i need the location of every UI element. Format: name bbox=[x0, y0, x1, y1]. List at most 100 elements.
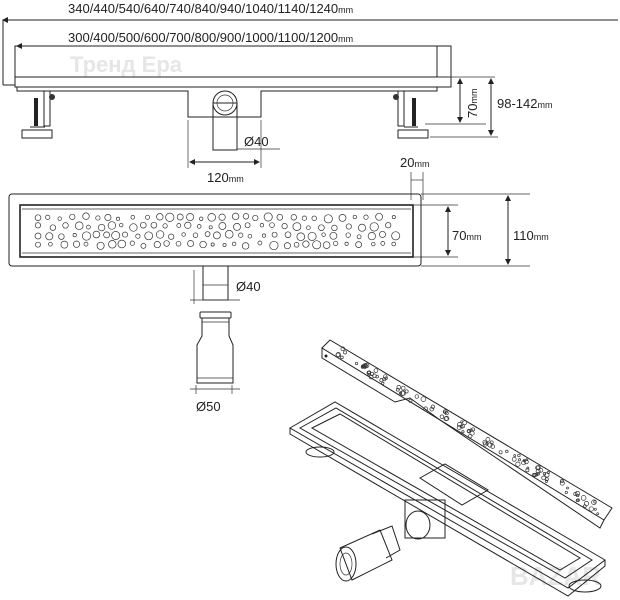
channel-length-label: 300/400/500/600/700/800/900/1000/1100/12… bbox=[68, 30, 353, 45]
grate-hole-isometric bbox=[485, 437, 491, 442]
channel-height-label: 70mm bbox=[465, 89, 480, 118]
grate-hole bbox=[204, 231, 211, 237]
grate-hole-isometric bbox=[490, 444, 495, 449]
grate-hole bbox=[104, 214, 112, 221]
grate-hole bbox=[199, 240, 207, 249]
grate-hole-isometric bbox=[430, 404, 436, 409]
grate-hole bbox=[271, 231, 278, 238]
plan-view: 70mm 110mm Ø40 Ø50 bbox=[8, 193, 549, 414]
grate-hole-isometric bbox=[398, 391, 403, 395]
grate-hole bbox=[184, 221, 192, 229]
pipe-diameter-label: Ø40 bbox=[236, 279, 261, 294]
grate-hole bbox=[83, 241, 89, 247]
grate-hole bbox=[222, 242, 227, 247]
grate-hole bbox=[283, 242, 291, 250]
grate-hole bbox=[296, 232, 306, 242]
grate-hole-isometric bbox=[372, 373, 377, 379]
foot-right-isometric bbox=[568, 579, 602, 593]
grate-hole bbox=[391, 215, 396, 220]
grate-hole bbox=[252, 214, 259, 222]
grate-hole bbox=[218, 213, 226, 221]
grate-hole-isometric bbox=[541, 475, 546, 481]
grate-hole bbox=[129, 240, 135, 246]
grate-hole-isometric bbox=[439, 414, 445, 419]
grate-hole bbox=[355, 241, 362, 248]
grate-hole-isometric bbox=[429, 406, 435, 412]
grate-hole bbox=[34, 214, 42, 221]
adapter-isometric bbox=[335, 525, 401, 582]
grate-hole bbox=[72, 240, 81, 248]
pipe-adapter bbox=[196, 311, 234, 384]
grate-hole bbox=[165, 212, 175, 222]
grate-hole bbox=[81, 231, 92, 241]
grate-hole-isometric bbox=[498, 450, 503, 455]
grate-hole bbox=[207, 213, 216, 222]
grate-hole-isometric bbox=[400, 390, 406, 396]
grate-hole-isometric bbox=[420, 396, 427, 402]
grate-hole bbox=[338, 214, 347, 222]
grate-hole bbox=[49, 224, 57, 231]
grate-hole-isometric bbox=[375, 374, 379, 379]
grate-hole bbox=[192, 232, 199, 238]
grate-hole bbox=[34, 222, 42, 229]
grate-hole bbox=[176, 223, 182, 228]
grate-hole bbox=[344, 241, 349, 246]
channel-isometric bbox=[288, 401, 606, 597]
grate-hole bbox=[117, 239, 127, 249]
grate-hole-isometric bbox=[482, 441, 489, 447]
grate-plan bbox=[19, 204, 414, 258]
grate-hole bbox=[293, 242, 300, 248]
grate-hole-isometric bbox=[559, 480, 565, 486]
grate-hole-isometric bbox=[573, 491, 578, 497]
grate-hole-isometric bbox=[382, 377, 387, 382]
grate-hole-isometric bbox=[444, 415, 450, 421]
grate-hole bbox=[321, 232, 326, 237]
grate-hole-isometric bbox=[471, 427, 476, 432]
flange-strip bbox=[14, 76, 452, 88]
grate-hole bbox=[385, 222, 392, 229]
outlet-pipe-circle bbox=[212, 90, 238, 116]
grate-hole bbox=[247, 233, 253, 239]
grate-hole bbox=[96, 241, 105, 250]
grate-hole bbox=[45, 232, 54, 241]
grate-hole bbox=[210, 242, 215, 247]
grate-hole bbox=[213, 231, 221, 240]
grate-hole bbox=[92, 230, 101, 239]
grate-hole-isometric bbox=[536, 465, 541, 470]
grate-hole bbox=[58, 233, 65, 240]
grate-hole bbox=[199, 216, 204, 221]
grate-hole-isometric bbox=[511, 456, 517, 462]
grate-hole-isometric bbox=[580, 495, 587, 501]
grate-hole bbox=[371, 241, 376, 247]
grate-hole bbox=[82, 212, 90, 220]
grate-hole bbox=[333, 240, 339, 246]
grate-hole bbox=[322, 241, 331, 249]
grate-hole-isometric bbox=[515, 461, 521, 467]
grate-hole bbox=[74, 221, 84, 231]
grate-hole bbox=[301, 215, 307, 221]
grate-hole bbox=[244, 222, 251, 229]
grate-hole bbox=[97, 223, 106, 232]
grate-hole bbox=[369, 222, 379, 232]
grate-hole-isometric bbox=[335, 352, 341, 358]
grate-hole bbox=[107, 221, 117, 230]
grate-hole bbox=[284, 231, 292, 238]
grate-hole bbox=[241, 242, 250, 250]
grate-hole-isometric bbox=[367, 372, 371, 377]
grate-hole-isometric bbox=[593, 507, 597, 511]
grate-hole bbox=[292, 222, 302, 231]
grate-hole-isometric bbox=[544, 472, 550, 478]
grate-hole bbox=[140, 221, 147, 229]
grate-hole-isometric bbox=[517, 453, 521, 458]
grate-hole-isometric bbox=[343, 350, 348, 355]
grate-hole-isometric bbox=[531, 473, 536, 477]
grate-hole bbox=[261, 233, 267, 238]
grate-hole-isometric bbox=[564, 490, 568, 494]
grate-hole bbox=[312, 240, 322, 250]
outlet-width-label: 120mm bbox=[207, 170, 244, 185]
watermark-top: Тренд Ера bbox=[70, 52, 183, 77]
grate-hole-isometric bbox=[395, 387, 400, 392]
grate-hole bbox=[175, 240, 182, 247]
outlet-diameter-label: Ø40 bbox=[244, 134, 269, 149]
left-leg bbox=[21, 91, 55, 139]
